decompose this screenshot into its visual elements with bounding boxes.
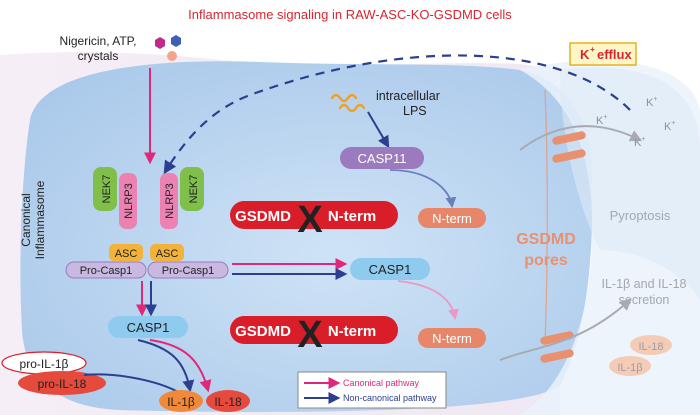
secreted-il1b-oval bbox=[609, 356, 651, 376]
lps-label-line2: LPS bbox=[403, 104, 427, 118]
lps-squiggle-icon bbox=[330, 93, 366, 113]
pyroptosis-label: Pyroptosis bbox=[610, 208, 671, 223]
canonical-inflammasome-label: Canonical Inflammasome bbox=[19, 180, 47, 259]
cleavage-x-icon: X bbox=[297, 314, 323, 356]
casp1-left-pill bbox=[108, 316, 188, 338]
gsdmd-top-nterm-label: N-term bbox=[328, 208, 376, 225]
gsdmd-top-label: GSDMD bbox=[235, 208, 291, 225]
k-efflux-flow-arrow bbox=[519, 125, 643, 151]
gsdmd-bottom-label: GSDMD bbox=[235, 323, 291, 340]
nterm-top-label: N-term bbox=[432, 211, 472, 226]
nlrp3-right-label: NLRP3 bbox=[164, 183, 176, 218]
k-efflux-badge bbox=[569, 42, 637, 66]
il18-label: IL-18 bbox=[214, 395, 242, 409]
cytokine-flow-arrow bbox=[499, 298, 632, 361]
nek7-left-label: NEK7 bbox=[101, 175, 113, 204]
k-charge-label: + bbox=[590, 45, 595, 54]
asc-left-label: ASC bbox=[115, 248, 138, 260]
pro-il1b-label: pro-IL-1β bbox=[20, 357, 69, 371]
svg-text:K+: K+ bbox=[664, 120, 675, 133]
nlrp3-right bbox=[160, 173, 178, 229]
gsdmd-pore-lower bbox=[540, 331, 574, 363]
pro-casp1-right bbox=[147, 261, 229, 279]
svg-text:Inflammasome: Inflammasome bbox=[33, 180, 47, 259]
casp11-to-nterm-arrow bbox=[389, 169, 457, 209]
k-efflux-dashed-arrow bbox=[163, 54, 631, 175]
nterm-bottom-pill bbox=[418, 328, 486, 348]
membrane-line bbox=[544, 89, 548, 346]
nterm-bottom-label: N-term bbox=[432, 331, 472, 346]
gsdmd-pores-label-line2: pores bbox=[524, 252, 568, 269]
asc-right bbox=[150, 244, 184, 261]
gsdmd-bottom-nterm-label: N-term bbox=[328, 323, 376, 340]
nterm-top-pill bbox=[418, 208, 486, 228]
legend-box bbox=[297, 371, 447, 409]
asc-left bbox=[109, 244, 143, 261]
casp1-to-nterm-arrow bbox=[397, 280, 459, 321]
svg-text:Canonical: Canonical bbox=[19, 193, 33, 246]
il1b-label: IL-1β bbox=[167, 395, 195, 409]
legend-canonical-label: Canonical pathway bbox=[343, 378, 420, 388]
casp1-to-il18-pink-arrow bbox=[149, 339, 212, 393]
stimuli-hexagon-icons bbox=[155, 35, 181, 61]
stimuli-label-line1: Nigericin, ATP, bbox=[60, 34, 137, 48]
secreted-il1b-label: IL-1β bbox=[617, 362, 642, 374]
pro-casp1-left bbox=[65, 261, 147, 279]
k-ions: K+ K+ K+ K+ bbox=[596, 96, 675, 149]
cleavage-x-icon: X bbox=[297, 199, 323, 241]
casp1-right-label: CASP1 bbox=[369, 262, 412, 277]
legend-noncanonical-label: Non-canonical pathway bbox=[343, 393, 437, 403]
nek7-left bbox=[93, 167, 117, 211]
k-ion-label: K bbox=[580, 47, 590, 62]
secreted-il18-label: IL-18 bbox=[638, 341, 663, 353]
secreted-il18-oval bbox=[630, 335, 672, 355]
nek7-right-label: NEK7 bbox=[188, 175, 200, 204]
gsdmd-top-pill bbox=[230, 201, 398, 229]
pro-casp1-right-label: Pro-Casp1 bbox=[162, 265, 215, 277]
pro-to-mature-line bbox=[83, 373, 179, 393]
nlrp3-left bbox=[119, 173, 137, 229]
il1b-oval bbox=[159, 390, 203, 412]
casp1-left-label: CASP1 bbox=[127, 320, 170, 335]
casp11-label: CASP11 bbox=[358, 151, 407, 166]
casp1-to-il18-blue-arrow bbox=[137, 339, 195, 393]
pro-casp1-left-label: Pro-Casp1 bbox=[80, 265, 133, 277]
secretion-label-line1: IL-1β and IL-18 bbox=[601, 277, 686, 291]
pro-il18-label: pro-IL-18 bbox=[38, 377, 87, 391]
svg-text:K+: K+ bbox=[596, 114, 607, 127]
stimuli-label-line2: crystals bbox=[78, 49, 119, 63]
casp11-pill bbox=[340, 147, 424, 169]
svg-text:K+: K+ bbox=[634, 136, 645, 149]
pro-il18-oval bbox=[18, 371, 106, 395]
nlrp3-left-label: NLRP3 bbox=[123, 183, 135, 218]
gsdmd-pore-upper bbox=[552, 131, 586, 163]
k-efflux-label: efflux bbox=[597, 47, 632, 62]
gsdmd-bottom-pill bbox=[230, 316, 398, 344]
il18-oval bbox=[206, 390, 250, 412]
secretion-label-line2: secretion bbox=[619, 293, 670, 307]
lps-arrow bbox=[367, 111, 390, 149]
nek7-right bbox=[180, 167, 204, 211]
asc-right-label: ASC bbox=[156, 248, 179, 260]
casp1-right-pill bbox=[350, 258, 430, 280]
gsdmd-pores-label-line1: GSDMD bbox=[516, 231, 576, 248]
diagram-title: Inflammasome signaling in RAW-ASC-KO-GSD… bbox=[188, 7, 512, 22]
svg-text:K+: K+ bbox=[646, 96, 657, 109]
lps-label-line1: intracellular bbox=[376, 89, 440, 103]
